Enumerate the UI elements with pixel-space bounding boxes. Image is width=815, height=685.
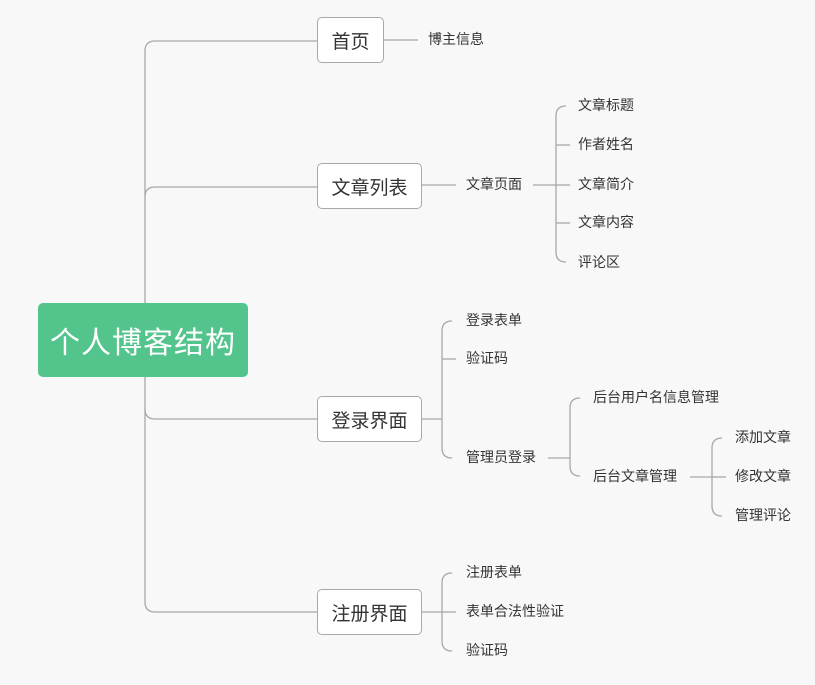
node-author-name: 作者姓名 <box>578 137 634 153</box>
node-article-title: 文章标题 <box>578 98 634 114</box>
node-form-validation: 表单合法性验证 <box>466 604 564 620</box>
node-register-form: 注册表单 <box>466 565 522 581</box>
node-blogger-info: 博主信息 <box>428 32 484 48</box>
node-admin-login: 管理员登录 <box>466 450 536 466</box>
node-article-management: 后台文章管理 <box>593 469 677 485</box>
node-register: 注册界面 <box>317 589 422 635</box>
node-user-management: 后台用户名信息管理 <box>593 390 719 406</box>
node-login-captcha: 验证码 <box>466 351 508 367</box>
connector-root-login <box>144 408 317 420</box>
node-comment-area: 评论区 <box>578 255 620 271</box>
node-register-captcha: 验证码 <box>466 643 508 659</box>
node-manage-comments: 管理评论 <box>735 508 791 524</box>
node-home: 首页 <box>317 17 384 63</box>
node-edit-article: 修改文章 <box>735 469 791 485</box>
node-article-page: 文章页面 <box>466 177 522 193</box>
node-login: 登录界面 <box>317 396 422 442</box>
node-article-summary: 文章简介 <box>578 177 634 193</box>
node-login-form: 登录表单 <box>466 313 522 329</box>
connector-page-trunk <box>555 105 567 263</box>
node-article-list: 文章列表 <box>317 163 422 209</box>
root-node: 个人博客结构 <box>38 303 248 377</box>
connector-admin-trunk <box>569 397 581 477</box>
node-add-article: 添加文章 <box>735 430 791 446</box>
connector-login-trunk <box>441 320 453 459</box>
connector-root-articles <box>144 186 317 198</box>
node-article-content: 文章内容 <box>578 215 634 231</box>
